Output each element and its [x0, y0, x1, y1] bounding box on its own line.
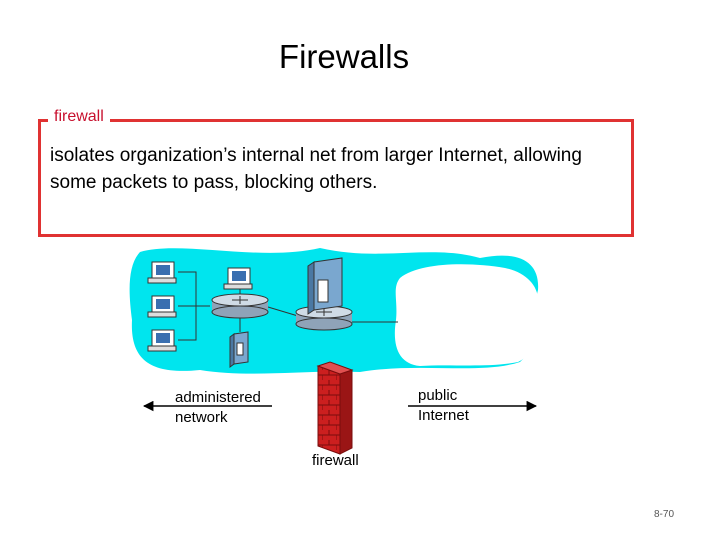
- computer-icon: [147, 295, 177, 318]
- router-icon: [295, 305, 353, 331]
- server-icon: [307, 257, 343, 315]
- router-icon: [211, 293, 269, 319]
- firewall-wall-icon: [316, 361, 354, 455]
- server-icon: [229, 331, 249, 368]
- page-number: 8-70: [654, 509, 675, 520]
- definition-label: firewall: [48, 108, 110, 126]
- computer-icon: [147, 261, 177, 284]
- firewall-label: firewall: [312, 452, 359, 469]
- administered-network-label: administered network: [175, 389, 261, 426]
- computer-icon: [223, 267, 253, 290]
- public-internet-cloud: [394, 264, 539, 366]
- computer-icon: [147, 329, 177, 352]
- slide-title: Firewalls: [278, 38, 410, 75]
- public-internet-label: public Internet: [418, 387, 469, 424]
- definition-text: isolates organization’s internal net fro…: [50, 145, 582, 193]
- definition-box: [38, 119, 634, 237]
